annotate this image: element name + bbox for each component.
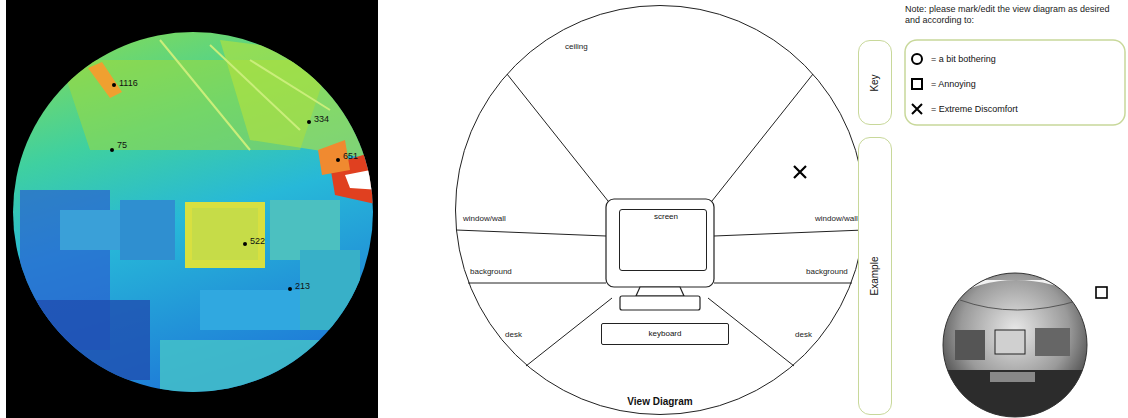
- ceiling-lines: [160, 40, 330, 150]
- callout-number: 522: [250, 236, 265, 247]
- callout-number: 75: [117, 140, 127, 151]
- zone-label: desk: [795, 330, 812, 340]
- key-tab: Key: [858, 40, 892, 125]
- example-square: [1096, 287, 1107, 298]
- monitor-neck: [636, 287, 684, 296]
- image-background: [6, 0, 378, 418]
- x-symbol: [912, 104, 922, 114]
- zone-label: background: [806, 267, 848, 277]
- node-text: Key: [869, 74, 881, 91]
- photo-monitor: [995, 330, 1025, 354]
- note-text: Note: please mark/edit the view diagram …: [905, 4, 1120, 27]
- x-mark: [794, 166, 806, 178]
- window-bright: [88, 62, 122, 98]
- callout-number: 1116: [119, 78, 138, 89]
- point-dot: [112, 83, 116, 87]
- zone-line: [468, 283, 606, 284]
- point-dot: [336, 158, 340, 162]
- legend: = a bit bothering = Annoying = Extreme Dis…: [905, 40, 1125, 125]
- callout-number: 651: [343, 151, 358, 162]
- photo-furniture: [1035, 328, 1070, 356]
- furniture: [60, 210, 120, 250]
- example-tab: Example: [858, 137, 892, 415]
- desk-surface: [160, 340, 350, 410]
- point-dot: [110, 148, 114, 152]
- zone-line: [714, 230, 864, 236]
- zone-line: [526, 298, 612, 366]
- zone-line: [714, 283, 852, 284]
- keyboard-box: keyboard: [601, 323, 729, 345]
- point-dot: [243, 242, 247, 246]
- monitor-bright: [185, 202, 265, 268]
- keyboard-area: [200, 290, 310, 330]
- legend-box: [905, 40, 1125, 125]
- monitor-symbol: [606, 199, 714, 310]
- example-photo: [940, 270, 1090, 418]
- zone-label: background: [470, 267, 512, 277]
- square-symbol: [912, 79, 922, 89]
- legend-text: = Extreme Discomfort: [931, 102, 1018, 116]
- zone-line: [456, 230, 606, 236]
- point-dot: [307, 120, 311, 124]
- node-text: screen: [623, 212, 709, 264]
- photo-ceiling-edge: [960, 300, 1080, 310]
- photo-ground: [940, 270, 1090, 418]
- zone-line: [708, 74, 813, 206]
- photo-furniture: [955, 330, 985, 360]
- zone-line: [507, 74, 612, 206]
- view-diagram-circle: screen keyboardView Diagram: [455, 5, 865, 415]
- window-white: [345, 168, 380, 190]
- furniture: [120, 200, 175, 260]
- monitor-screen: [192, 208, 258, 260]
- measure-points: [110, 83, 340, 291]
- circle-symbol: [912, 54, 922, 64]
- legend-text: = a bit bothering: [931, 52, 996, 66]
- window-red: [330, 150, 380, 205]
- monitor-frame: [606, 199, 714, 287]
- photo-rim: [943, 273, 1087, 417]
- node-text: View Diagram: [456, 396, 864, 408]
- monitor-base: [620, 296, 700, 310]
- luminance-map: [10, 30, 380, 410]
- desk-dark: [30, 300, 150, 380]
- zone-label: desk: [505, 330, 522, 340]
- callout-number: 334: [314, 114, 329, 125]
- legend-text: = Annoying: [931, 77, 976, 91]
- zone-label: window/wall: [815, 214, 858, 224]
- photo-keyboard: [990, 372, 1035, 382]
- photo-ceiling: [940, 280, 1090, 300]
- view-diagram-lines: [456, 74, 864, 366]
- zone-label: window/wall: [463, 214, 506, 224]
- screen-box: screen: [619, 209, 707, 271]
- node-text: Example: [869, 257, 881, 296]
- callout-number: 213: [295, 281, 310, 292]
- point-dot: [288, 287, 292, 291]
- zone-label: ceiling: [565, 42, 588, 52]
- discomfort-mark: [794, 166, 806, 178]
- node-text: keyboard: [602, 329, 728, 338]
